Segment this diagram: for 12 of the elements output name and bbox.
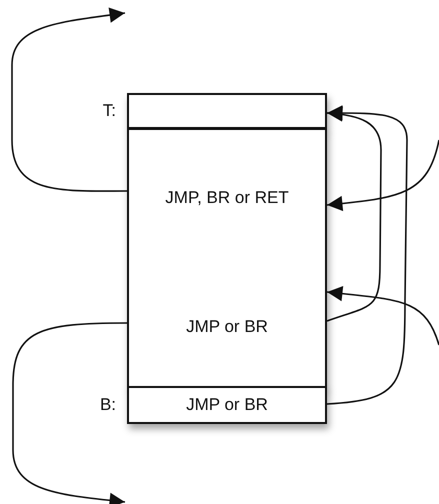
address-label: T: — [102, 101, 116, 121]
arrow — [326, 286, 439, 346]
arrow — [12, 322, 127, 504]
arrow — [326, 140, 439, 212]
instruction-text: JMP or BR — [185, 395, 269, 415]
arrow — [11, 7, 127, 192]
arrow — [326, 105, 408, 405]
memory-block — [127, 128, 327, 388]
arrow — [326, 106, 382, 322]
instruction-text: JMP or BR — [185, 317, 269, 337]
address-label: B: — [100, 395, 116, 415]
instruction-text: JMP, BR or RET — [164, 188, 290, 208]
